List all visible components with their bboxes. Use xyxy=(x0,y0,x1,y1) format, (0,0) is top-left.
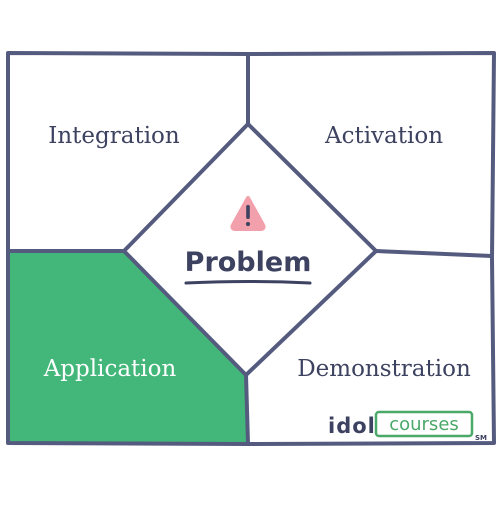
idol-courses-logo: idol courses SM xyxy=(328,410,487,442)
logo-wordmark-idol: idol xyxy=(328,414,376,438)
application-region xyxy=(8,251,246,443)
divider-bottom xyxy=(244,373,250,446)
quadrant-label-demonstration: Demonstration xyxy=(297,356,471,382)
outer-frame xyxy=(6,51,496,446)
logo-courses-box xyxy=(374,410,474,438)
problem-underline xyxy=(184,280,312,285)
quadrant-label-application: Application xyxy=(43,356,177,382)
quadrant-label-integration: Integration xyxy=(48,123,180,149)
logo-wordmark-courses: courses xyxy=(389,414,459,435)
divider-right xyxy=(374,249,494,258)
quadrant-label-activation: Activation xyxy=(324,123,443,149)
center-label-problem: Problem xyxy=(185,247,312,278)
problem-diamond xyxy=(122,122,378,377)
warning-icon xyxy=(230,196,266,231)
logo-service-mark: SM xyxy=(475,434,487,442)
